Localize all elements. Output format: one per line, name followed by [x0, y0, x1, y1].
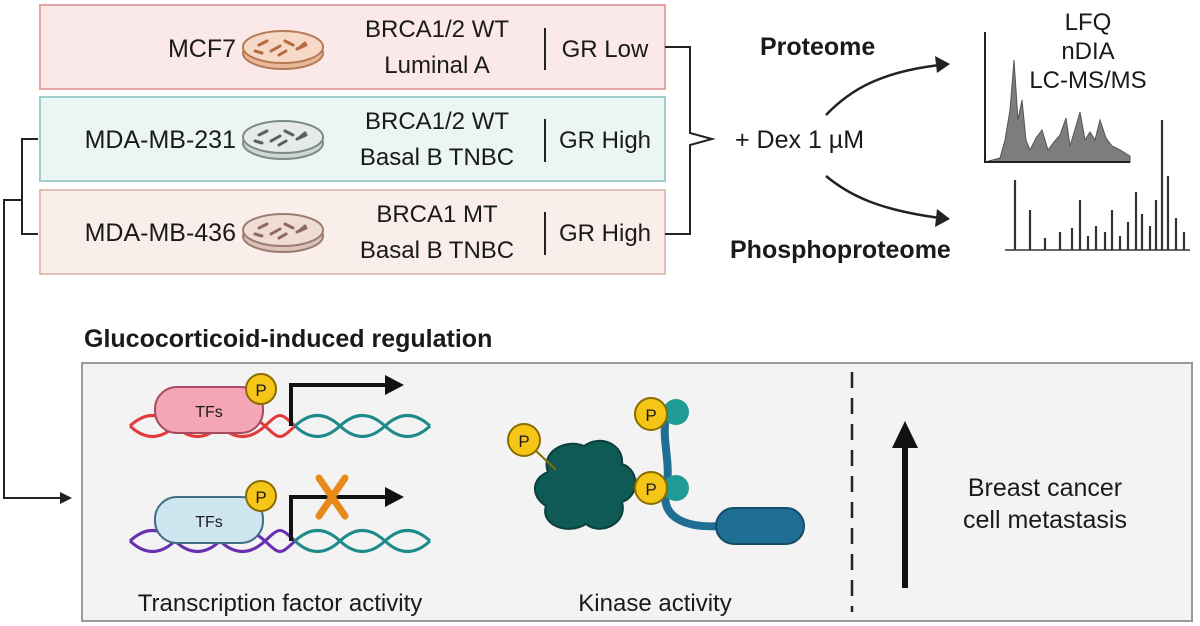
- transcription-start-arrow: [289, 383, 388, 426]
- phospho-icon: [634, 397, 668, 431]
- row-mda231-box: [39, 96, 666, 182]
- block-cross-icon: [315, 474, 349, 520]
- tf-label: TFs: [195, 404, 223, 421]
- transcription-start-arrow: [289, 495, 388, 541]
- phospho-label: P: [255, 488, 266, 507]
- tf-label: TFs: [195, 514, 223, 531]
- gr-level: GR High: [559, 127, 651, 154]
- connector-arrowhead: [60, 492, 72, 504]
- substrate-domain: [715, 507, 805, 545]
- method-label: LFQ: [1065, 9, 1112, 36]
- substrate-site: [663, 399, 689, 425]
- substrate-site: [663, 475, 689, 501]
- gr-level: GR Low: [562, 36, 649, 63]
- cell-line-name: MDA-MB-436: [85, 219, 236, 247]
- phosphoproteome-spectrum: [1005, 120, 1190, 251]
- arrowhead: [385, 375, 404, 395]
- cell-line-name: MCF7: [168, 35, 236, 63]
- petri-dish-icon: [242, 213, 324, 253]
- cell-line-name: MDA-MB-231: [85, 126, 236, 154]
- phospho-link: [532, 447, 557, 471]
- gr-level: GR High: [559, 220, 651, 247]
- phospho-icon: [634, 471, 668, 505]
- row-mcf7-box: [39, 4, 666, 90]
- arrowhead: [385, 487, 404, 507]
- method-label: LC-MS/MS: [1029, 67, 1146, 94]
- phosphoproteome-label: Phosphoproteome: [730, 236, 951, 264]
- tf-activity-label: Transcription factor activity: [138, 590, 423, 617]
- phospho-label: P: [645, 480, 656, 499]
- tf-protein-repressed: [154, 496, 264, 544]
- phospho-label: P: [645, 406, 656, 425]
- kinase-protein-icon: [534, 439, 637, 530]
- regulation-title: Glucocorticoid-induced regulation: [84, 325, 492, 353]
- phospho-icon: [245, 480, 277, 512]
- cell-line-subtype: Basal B TNBC: [360, 144, 514, 171]
- arrow-to-phosphoproteome: [825, 175, 941, 220]
- outcome-line-2: cell metastasis: [963, 506, 1127, 534]
- petri-dish-icon: [242, 120, 324, 160]
- cell-line-genotype: BRCA1 MT: [376, 201, 498, 228]
- proteome-label: Proteome: [760, 33, 875, 61]
- treatment-label: + Dex 1 µM: [735, 126, 864, 154]
- cell-line-subtype: Basal B TNBC: [360, 237, 514, 264]
- tf-protein-active: [154, 386, 264, 434]
- increase-arrow-icon: [892, 421, 918, 448]
- row-mda436-box: [39, 189, 666, 275]
- method-label: nDIA: [1061, 38, 1114, 65]
- outcome-line-1: Breast cancer: [968, 474, 1122, 502]
- phospho-icon: [245, 373, 277, 405]
- phospho-label: P: [255, 381, 266, 400]
- arrow-to-proteome: [825, 63, 941, 116]
- left-connector: [3, 138, 60, 499]
- proteome-spectrum: [984, 32, 1131, 163]
- right-bracket: [665, 46, 716, 235]
- cell-line-genotype: BRCA1/2 WT: [365, 108, 509, 135]
- cell-line-subtype: Luminal A: [384, 52, 489, 79]
- phospho-label: P: [518, 432, 529, 451]
- phospho-icon: [507, 423, 541, 457]
- arrowhead: [935, 209, 950, 227]
- petri-dish-icon: [242, 30, 324, 70]
- cell-line-genotype: BRCA1/2 WT: [365, 16, 509, 43]
- kinase-activity-label: Kinase activity: [578, 590, 731, 617]
- arrowhead: [935, 56, 950, 73]
